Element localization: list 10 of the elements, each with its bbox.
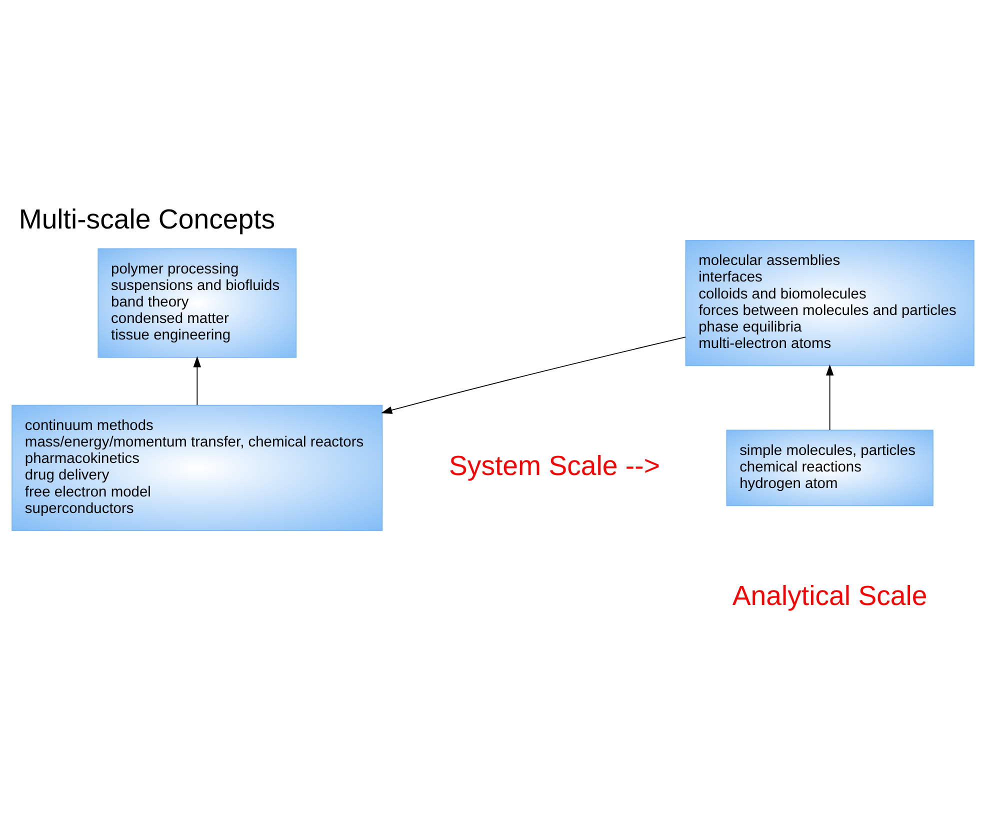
node-box: continuum methods mass/energy/momentum transfer, chemical reactors pharmacokinetics drug delivery free electron model superconductors [12,404,383,530]
node-box: molecular assemblies interfaces colloids and biomolecules forces between molecules and particles phase equilibria multi-electron atoms [685,239,974,366]
arrow [381,336,686,414]
label: System Scale --> [448,449,660,480]
diagram-title: Multi-scale Concepts [18,202,276,234]
arrow [826,364,834,430]
node-box: polymer processing suspensions and biofluids band theory condensed matter tissue engineering [98,248,297,358]
label: Analytical Scale [732,580,928,611]
arrow [193,356,202,406]
node-box: simple molecules, particles chemical reactions hydrogen atom [726,429,934,506]
